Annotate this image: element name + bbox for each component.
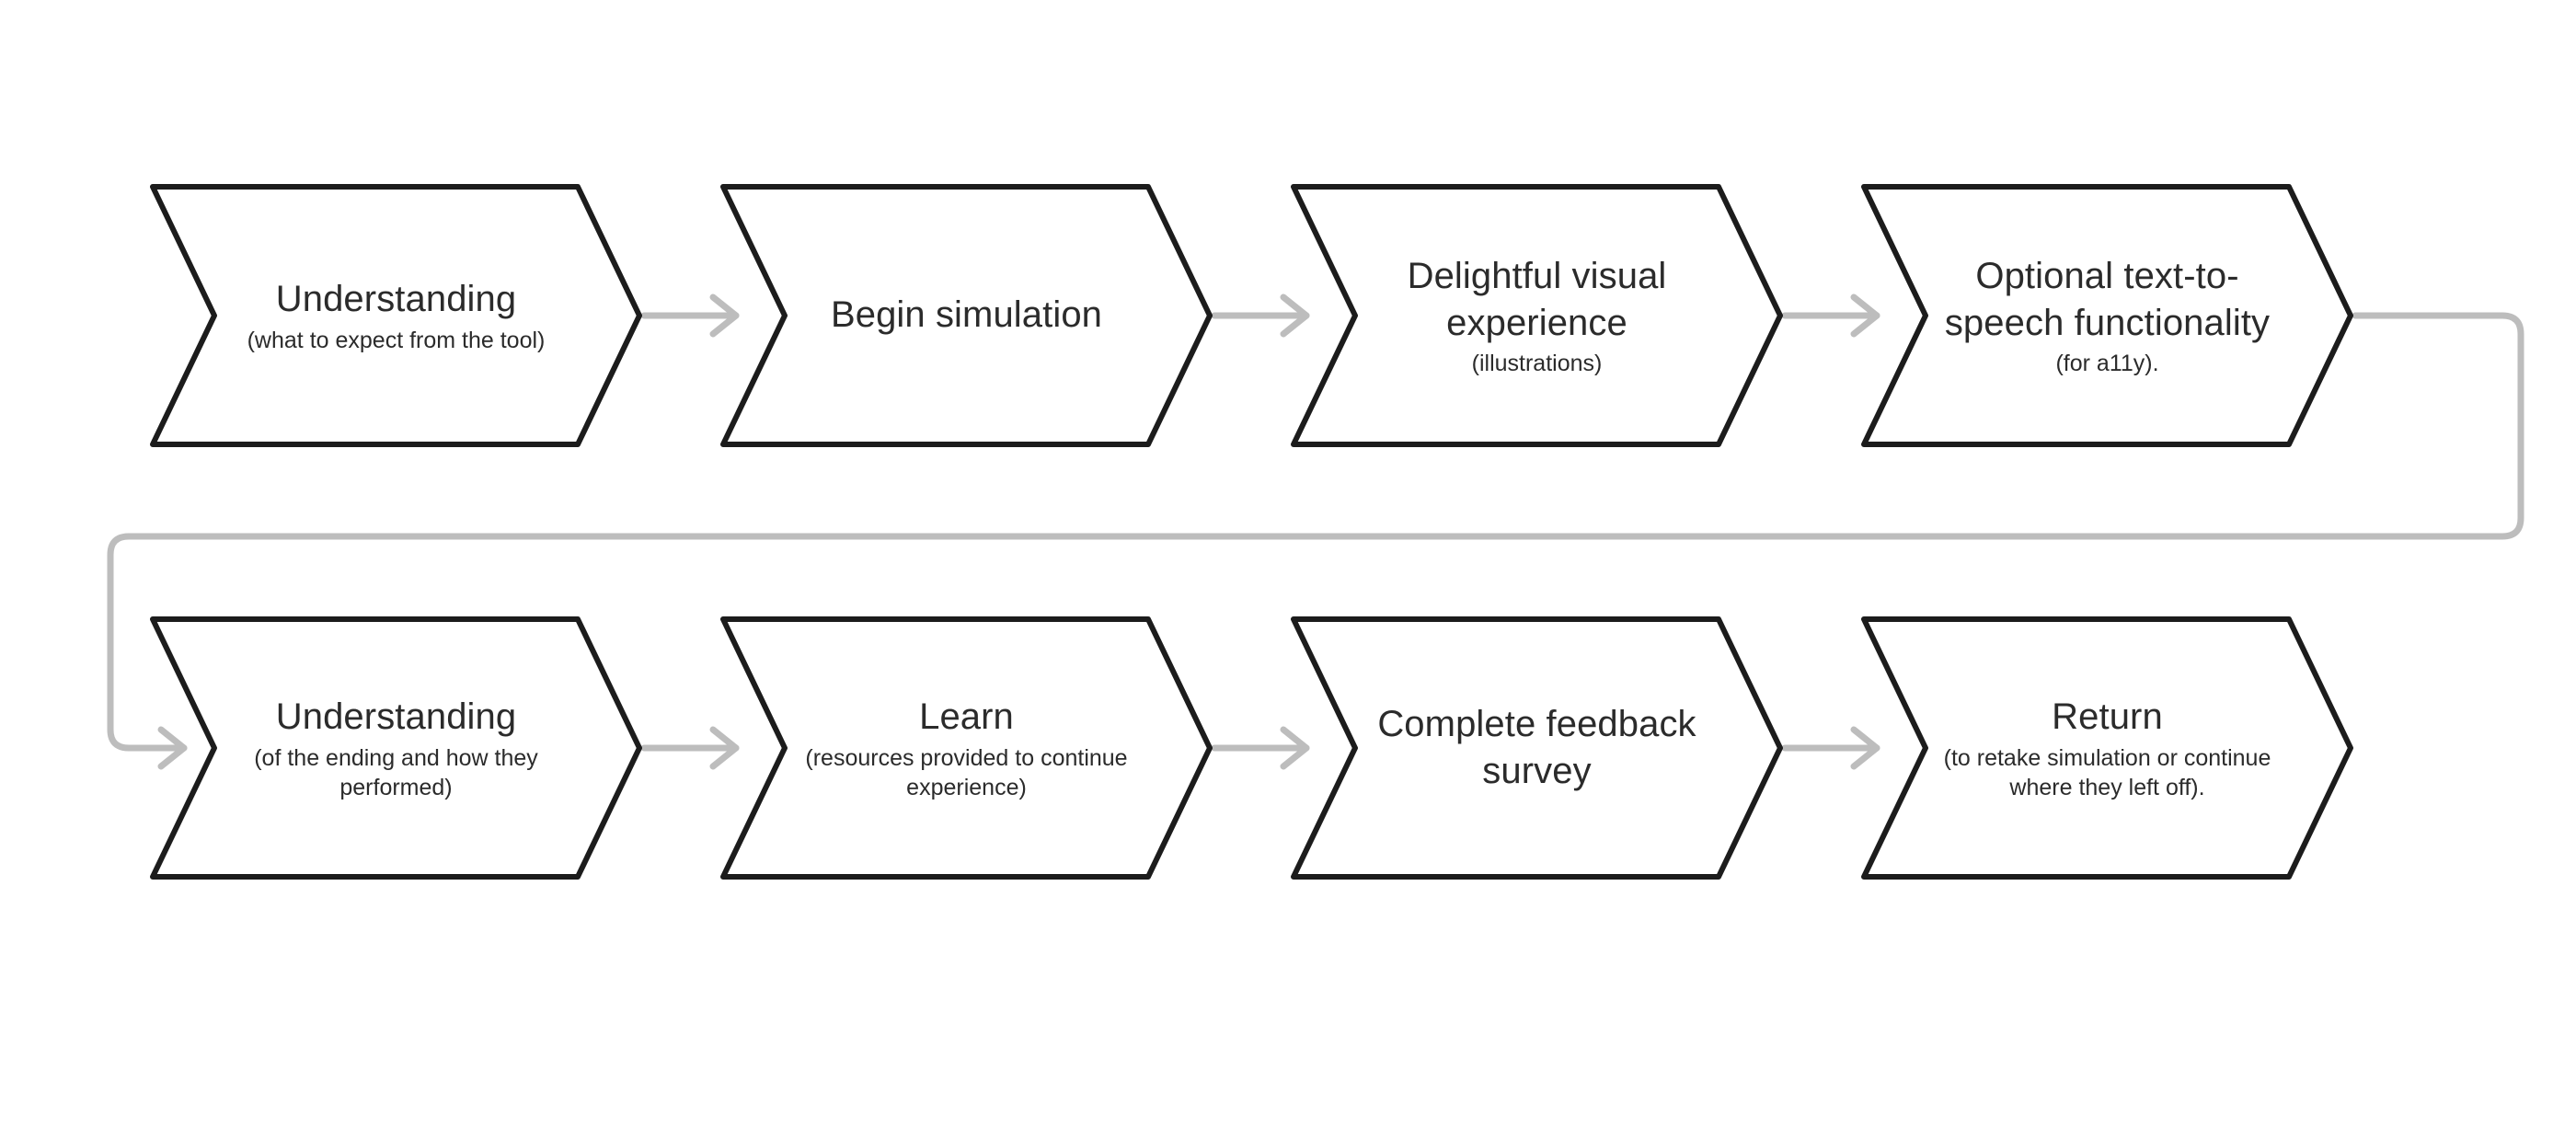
step-content: Optional text-to-speech functionality (f… <box>1922 181 2293 450</box>
chevron-shape <box>716 181 1217 450</box>
step-subtitle: (resources provided to continue experien… <box>805 744 1128 800</box>
step-subtitle: (for a11y). <box>2055 351 2159 377</box>
step-title: Understanding <box>275 696 517 738</box>
step-subtitle: (illustrations) <box>1471 351 1603 377</box>
step-title: Optional text-to-speech functionality <box>1944 255 2271 343</box>
step-subtitle: (to retake simulation or continue where … <box>1943 744 2271 800</box>
step-node-5[interactable]: Understanding (of the ending and how the… <box>145 614 647 882</box>
step-title: Delightful visual experience <box>1407 255 1667 343</box>
chevron-shape <box>145 181 647 450</box>
chevron-shape <box>145 614 647 882</box>
step-node-8[interactable]: Return (to retake simulation or continue… <box>1857 614 2358 882</box>
chevron-shape <box>1286 181 1788 450</box>
step-content: Complete feedback survey <box>1351 614 1722 882</box>
step-content: Understanding (of the ending and how the… <box>211 614 581 882</box>
step-content: Understanding (what to expect from the t… <box>211 181 581 450</box>
step-content: Return (to retake simulation or continue… <box>1922 614 2293 882</box>
step-content: Learn (resources provided to continue ex… <box>781 614 1152 882</box>
step-title: Complete feedback survey <box>1377 703 1696 791</box>
step-content: Delightful visual experience (illustrati… <box>1351 181 1722 450</box>
step-node-4[interactable]: Optional text-to-speech functionality (f… <box>1857 181 2358 450</box>
chevron-shape <box>1286 614 1788 882</box>
step-title: Understanding <box>275 279 517 320</box>
step-title: Return <box>2052 696 2163 738</box>
step-subtitle: (of the ending and how they performed) <box>254 744 538 800</box>
step-title: Begin simulation <box>830 294 1103 336</box>
step-node-3[interactable]: Delightful visual experience (illustrati… <box>1286 181 1788 450</box>
step-node-2[interactable]: Begin simulation <box>716 181 1217 450</box>
chevron-shape <box>716 614 1217 882</box>
chevron-shape <box>1857 181 2358 450</box>
step-node-7[interactable]: Complete feedback survey <box>1286 614 1788 882</box>
step-content: Begin simulation <box>781 181 1152 450</box>
step-node-1[interactable]: Understanding (what to expect from the t… <box>145 181 647 450</box>
step-subtitle: (what to expect from the tool) <box>247 327 546 353</box>
step-title: Learn <box>919 696 1014 738</box>
step-node-6[interactable]: Learn (resources provided to continue ex… <box>716 614 1217 882</box>
chevron-shape <box>1857 614 2358 882</box>
